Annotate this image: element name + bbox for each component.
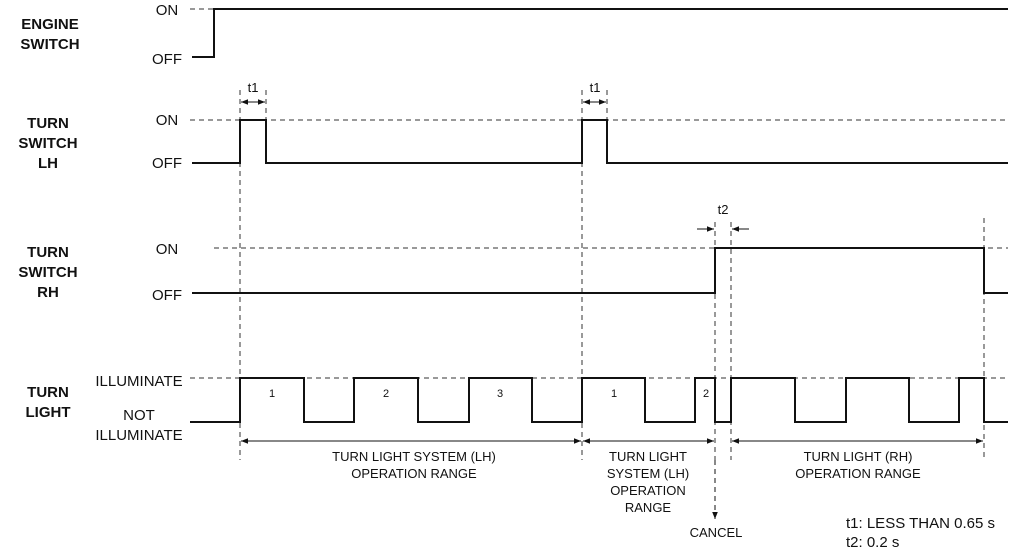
svg-text:RH: RH <box>37 284 59 301</box>
range-label-rh: TURN LIGHT (RH) OPERATION RANGE <box>795 449 921 481</box>
rh-on-label: ON <box>156 241 179 258</box>
svg-text:t2: t2 <box>718 202 729 217</box>
svg-text:SYSTEM (LH): SYSTEM (LH) <box>607 466 689 481</box>
svg-text:ENGINE: ENGINE <box>21 16 79 33</box>
timing-notes: t1: LESS THAN 0.65 s t2: 0.2 s <box>846 515 995 551</box>
light-not-illuminate-label: NOT ILLUMINATE <box>95 407 182 444</box>
svg-text:TURN LIGHT SYSTEM (LH): TURN LIGHT SYSTEM (LH) <box>332 449 496 464</box>
turn-light-waveform <box>190 377 1008 423</box>
range-label-lh-short: TURN LIGHT SYSTEM (LH) OPERATION RANGE <box>607 449 689 515</box>
svg-text:TURN: TURN <box>27 384 69 401</box>
svg-text:LIGHT: LIGHT <box>26 404 71 421</box>
svg-text:t1: LESS THAN 0.65 s: t1: LESS THAN 0.65 s <box>846 515 995 532</box>
engine-on-label: ON <box>156 2 179 19</box>
pulse-number: 1 <box>611 388 617 400</box>
svg-text:t1: t1 <box>248 80 259 95</box>
t1-marker-second: t1 <box>583 80 606 105</box>
cancel-label: CANCEL <box>690 525 743 540</box>
svg-text:NOT: NOT <box>123 407 155 424</box>
pulse-number: 1 <box>269 388 275 400</box>
svg-text:TURN LIGHT: TURN LIGHT <box>609 449 687 464</box>
svg-text:RANGE: RANGE <box>625 500 672 515</box>
svg-text:SWITCH: SWITCH <box>18 135 77 152</box>
svg-text:OPERATION: OPERATION <box>610 483 686 498</box>
lh-on-label: ON <box>156 112 179 129</box>
svg-text:ILLUMINATE: ILLUMINATE <box>95 427 182 444</box>
svg-text:LH: LH <box>38 155 58 172</box>
engine-off-label: OFF <box>152 51 182 68</box>
row-label-engine-switch: ENGINE SWITCH <box>20 16 79 53</box>
engine-switch-waveform <box>192 8 1008 58</box>
pulse-number: 2 <box>703 388 709 400</box>
rh-off-label: OFF <box>152 287 182 304</box>
svg-text:t1: t1 <box>590 80 601 95</box>
svg-text:OPERATION RANGE: OPERATION RANGE <box>351 466 477 481</box>
t1-marker-first: t1 <box>241 80 265 105</box>
svg-text:TURN: TURN <box>27 244 69 261</box>
range-label-lh: TURN LIGHT SYSTEM (LH) OPERATION RANGE <box>332 449 496 481</box>
row-label-turn-switch-rh: TURN SWITCH RH <box>18 244 77 301</box>
svg-text:TURN: TURN <box>27 115 69 132</box>
row-label-turn-light: TURN LIGHT <box>26 384 71 421</box>
pulse-number: 2 <box>383 388 389 400</box>
pulse-number: 3 <box>497 388 503 400</box>
t2-marker: t2 <box>697 202 749 232</box>
svg-text:SWITCH: SWITCH <box>20 36 79 53</box>
svg-text:TURN LIGHT (RH): TURN LIGHT (RH) <box>804 449 913 464</box>
svg-text:t2: 0.2 s: t2: 0.2 s <box>846 534 899 551</box>
row-label-turn-switch-lh: TURN SWITCH LH <box>18 115 77 172</box>
lh-off-label: OFF <box>152 155 182 172</box>
light-illuminate-label: ILLUMINATE <box>95 373 182 390</box>
turn-switch-lh-waveform <box>192 119 1008 164</box>
turn-switch-rh-waveform <box>192 247 1008 294</box>
svg-text:OPERATION RANGE: OPERATION RANGE <box>795 466 921 481</box>
svg-text:SWITCH: SWITCH <box>18 264 77 281</box>
